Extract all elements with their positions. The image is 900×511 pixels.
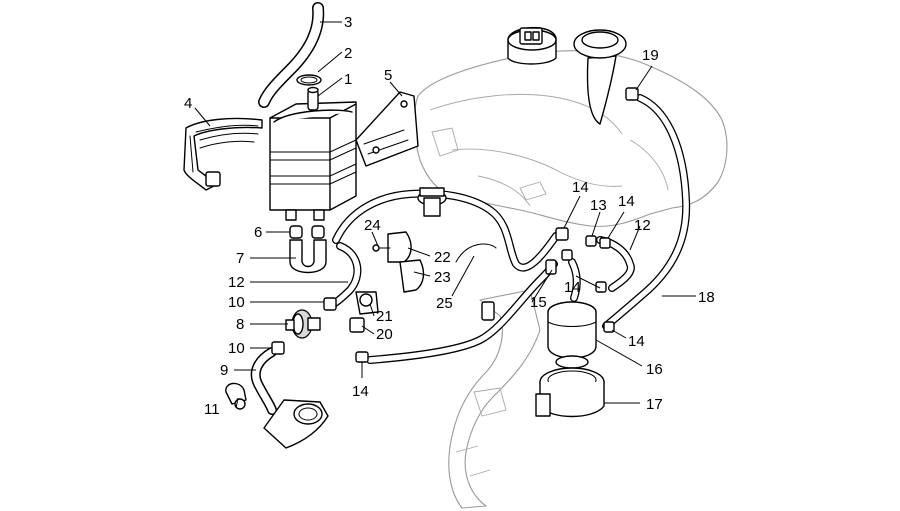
leader-lines [194, 21, 696, 409]
tank-vent-valve [417, 187, 447, 217]
callout-10-lower: 10 [228, 340, 245, 357]
callout-23: 23 [434, 269, 451, 286]
callout-14-right: 14 [628, 333, 645, 350]
callout-15: 15 [530, 294, 547, 311]
small-clamps [355, 87, 639, 363]
callout-13: 13 [590, 197, 607, 214]
callout-14-bottom: 14 [352, 383, 369, 400]
callout-7: 7 [236, 250, 244, 267]
callout-22: 22 [434, 249, 451, 266]
callout-24: 24 [364, 217, 381, 234]
part-8-filter [285, 309, 321, 339]
part-16-fuel-filter [547, 301, 597, 369]
callout-3: 3 [344, 14, 352, 31]
callout-19: 19 [642, 47, 659, 64]
callout-14-top-left: 14 [572, 179, 589, 196]
callout-9: 9 [220, 362, 228, 379]
callout-14-mid: 14 [564, 279, 581, 296]
part-5-bracket [355, 91, 419, 167]
fuel-pump-assembly [507, 26, 557, 65]
callout-1: 1 [344, 71, 352, 88]
part-22-23-24-bracket [372, 231, 425, 293]
callout-20: 20 [376, 326, 393, 343]
part-4-strap [183, 117, 263, 191]
part-10-clamps [271, 297, 337, 355]
callout-11: 11 [204, 401, 220, 418]
part-25-wire [455, 243, 497, 263]
callout-12-right: 12 [634, 217, 651, 234]
part-7-connector [289, 239, 327, 274]
filler-cap [573, 29, 627, 125]
callout-5: 5 [384, 67, 392, 84]
callout-14-top-right: 14 [618, 193, 635, 210]
callout-10-upper: 10 [228, 294, 245, 311]
part-20-21-valve [349, 291, 379, 333]
part-11-clip [225, 382, 247, 410]
callout-25: 25 [436, 295, 453, 312]
intake-elbow [263, 399, 329, 449]
callout-2: 2 [344, 45, 352, 62]
callout-18: 18 [698, 289, 715, 306]
part-17-holder [535, 367, 605, 418]
callout-8: 8 [236, 316, 244, 333]
part-1-canister [269, 86, 357, 221]
part-6-caps [289, 225, 325, 239]
callout-4: 4 [184, 95, 192, 112]
callout-21: 21 [376, 308, 393, 325]
callout-12-left: 12 [228, 274, 245, 291]
callout-6: 6 [254, 224, 262, 241]
callout-labels: 3 2 1 4 5 6 7 12 10 8 10 9 11 24 22 23 2… [184, 14, 715, 418]
part-2-clamp [296, 74, 322, 86]
callout-17: 17 [646, 396, 663, 413]
callout-16: 16 [646, 361, 663, 378]
